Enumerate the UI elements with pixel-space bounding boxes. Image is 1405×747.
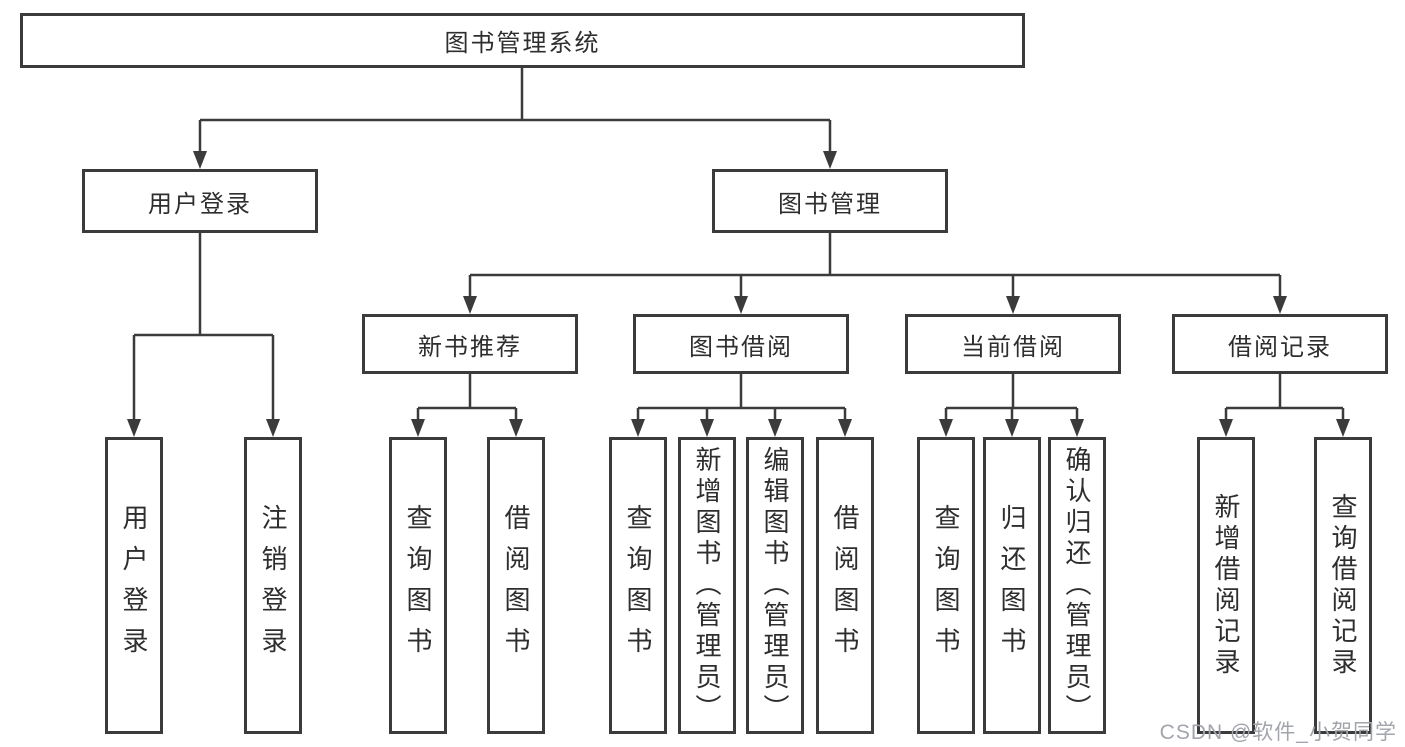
leaf-edit-book-admin: 编辑图书（管理员） xyxy=(746,437,804,734)
node-current-borrow: 当前借阅 xyxy=(905,314,1121,374)
leaf-current-query-book: 查询图书 xyxy=(917,437,975,734)
leaf-return-book-label: 归还图书 xyxy=(997,503,1027,668)
node-new-book-recommend: 新书推荐 xyxy=(362,314,578,374)
leaf-logout: 注销登录 xyxy=(244,437,302,734)
leaf-query-borrow-record-label: 查询借阅记录 xyxy=(1328,492,1358,679)
leaf-confirm-return-admin: 确认归还（管理员） xyxy=(1048,437,1106,734)
leaf-borrow-query-book: 查询图书 xyxy=(609,437,667,734)
leaf-add-book-admin-label: 新增图书（管理员） xyxy=(692,446,722,725)
leaf-recommend-query-book: 查询图书 xyxy=(389,437,447,734)
leaf-borrow-query-book-label: 查询图书 xyxy=(623,503,653,668)
leaf-return-book: 归还图书 xyxy=(983,437,1041,734)
leaf-add-borrow-record: 新增借阅记录 xyxy=(1197,437,1255,734)
node-book-management: 图书管理 xyxy=(712,169,948,233)
leaf-user-login-label: 用户登录 xyxy=(119,503,149,668)
leaf-add-book-admin: 新增图书（管理员） xyxy=(678,437,736,734)
leaf-logout-label: 注销登录 xyxy=(258,503,288,668)
leaf-user-login: 用户登录 xyxy=(105,437,163,734)
node-borrow-records: 借阅记录 xyxy=(1172,314,1388,374)
node-root: 图书管理系统 xyxy=(20,13,1025,68)
leaf-current-query-book-label: 查询图书 xyxy=(931,503,961,668)
leaf-recommend-borrow-book: 借阅图书 xyxy=(487,437,545,734)
node-user-login: 用户登录 xyxy=(82,169,318,233)
leaf-recommend-query-book-label: 查询图书 xyxy=(403,503,433,668)
leaf-borrow-borrow-book-label: 借阅图书 xyxy=(830,503,860,668)
leaf-query-borrow-record: 查询借阅记录 xyxy=(1314,437,1372,734)
leaf-add-borrow-record-label: 新增借阅记录 xyxy=(1211,492,1241,679)
node-book-borrow: 图书借阅 xyxy=(633,314,849,374)
leaf-recommend-borrow-book-label: 借阅图书 xyxy=(501,503,531,668)
leaf-borrow-borrow-book: 借阅图书 xyxy=(816,437,874,734)
csdn-watermark: CSDN @软件_小贺同学 xyxy=(1159,721,1397,744)
leaf-confirm-return-admin-label: 确认归还（管理员） xyxy=(1062,446,1092,725)
leaf-edit-book-admin-label: 编辑图书（管理员） xyxy=(760,446,790,725)
